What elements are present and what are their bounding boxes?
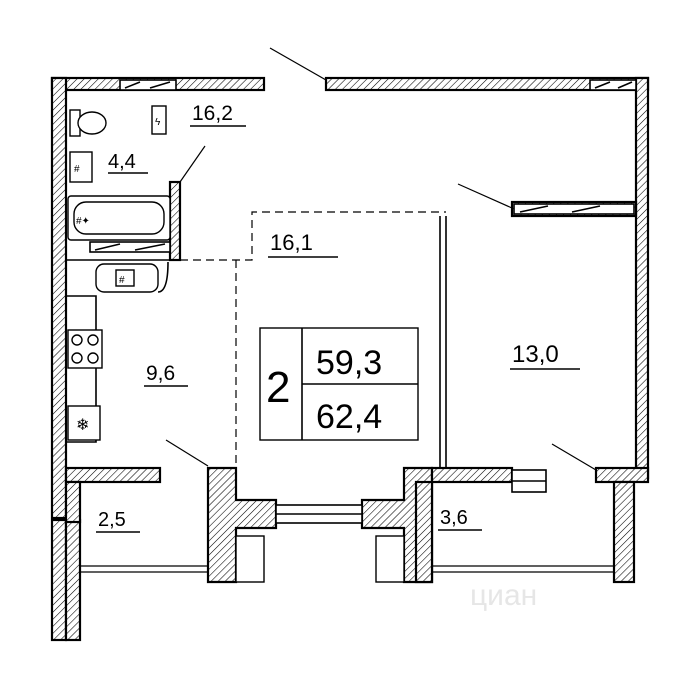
room-area-kitchen: 9,6 (146, 362, 175, 385)
electrical-panel-icon: ϟ (151, 105, 167, 135)
sink-icon: # (69, 151, 93, 183)
windows (89, 79, 637, 524)
svg-text:ϟ: ϟ (155, 117, 161, 128)
area-summary: 2 59,3 62,4 (259, 327, 419, 441)
wall-right (634, 76, 650, 480)
svg-text:#: # (74, 164, 80, 175)
wall-left (50, 76, 68, 520)
window-bedroom-partition (513, 203, 635, 215)
rooms-count: 2 (266, 363, 290, 412)
wall-left-lower (50, 518, 68, 642)
wall-balcony-mid-side (414, 480, 434, 584)
living-area-value: 59,3 (316, 344, 382, 382)
window-bath-bottom (89, 241, 171, 253)
wall-balcony-left-side (64, 518, 82, 642)
total-area-value: 62,4 (316, 398, 382, 436)
room-area-bathroom: 4,4 (108, 151, 136, 173)
wall-bottom-left (64, 466, 162, 484)
freezer-icon: ❄ (67, 405, 101, 441)
balcony-door-left (235, 535, 265, 583)
room-area-bedroom: 13,0 (512, 341, 559, 368)
room-area-balcony-right: 3,6 (440, 507, 468, 529)
svg-text:#: # (119, 275, 125, 286)
fixtures: ϟ # #✦ # (66, 105, 171, 443)
balcony-door-right (375, 535, 405, 583)
wall-bottom-right (594, 466, 650, 484)
partitions (66, 211, 447, 468)
room-area-hallway: 16,2 (192, 102, 233, 125)
living-zone-boundary (180, 211, 446, 261)
wall-bottom-left-inner (64, 480, 82, 524)
svg-text:#✦: #✦ (76, 216, 90, 227)
room-labels: 4,4 16,2 16,1 9,6 13,0 2,5 3,6 (96, 102, 580, 533)
bathtub-icon: #✦ (67, 195, 171, 241)
room-area-living: 16,1 (270, 230, 313, 255)
room-area-balcony-left: 2,5 (98, 509, 126, 531)
watermark: циан (470, 579, 537, 612)
window-top-2 (589, 79, 637, 91)
exterior-walls (50, 76, 650, 642)
stove-icon (67, 329, 103, 369)
balcony-rails (51, 345, 614, 583)
doors (165, 47, 597, 471)
wall-pillar-left (206, 466, 278, 584)
wall-balcony-right-side (612, 480, 636, 584)
window-top-1 (119, 79, 177, 91)
toilet-icon (69, 109, 107, 137)
wall-bottom-mid (430, 466, 514, 484)
svg-text:❄: ❄ (76, 417, 89, 434)
wall-bath-right (168, 180, 182, 262)
faucet-icon: # (95, 263, 159, 293)
